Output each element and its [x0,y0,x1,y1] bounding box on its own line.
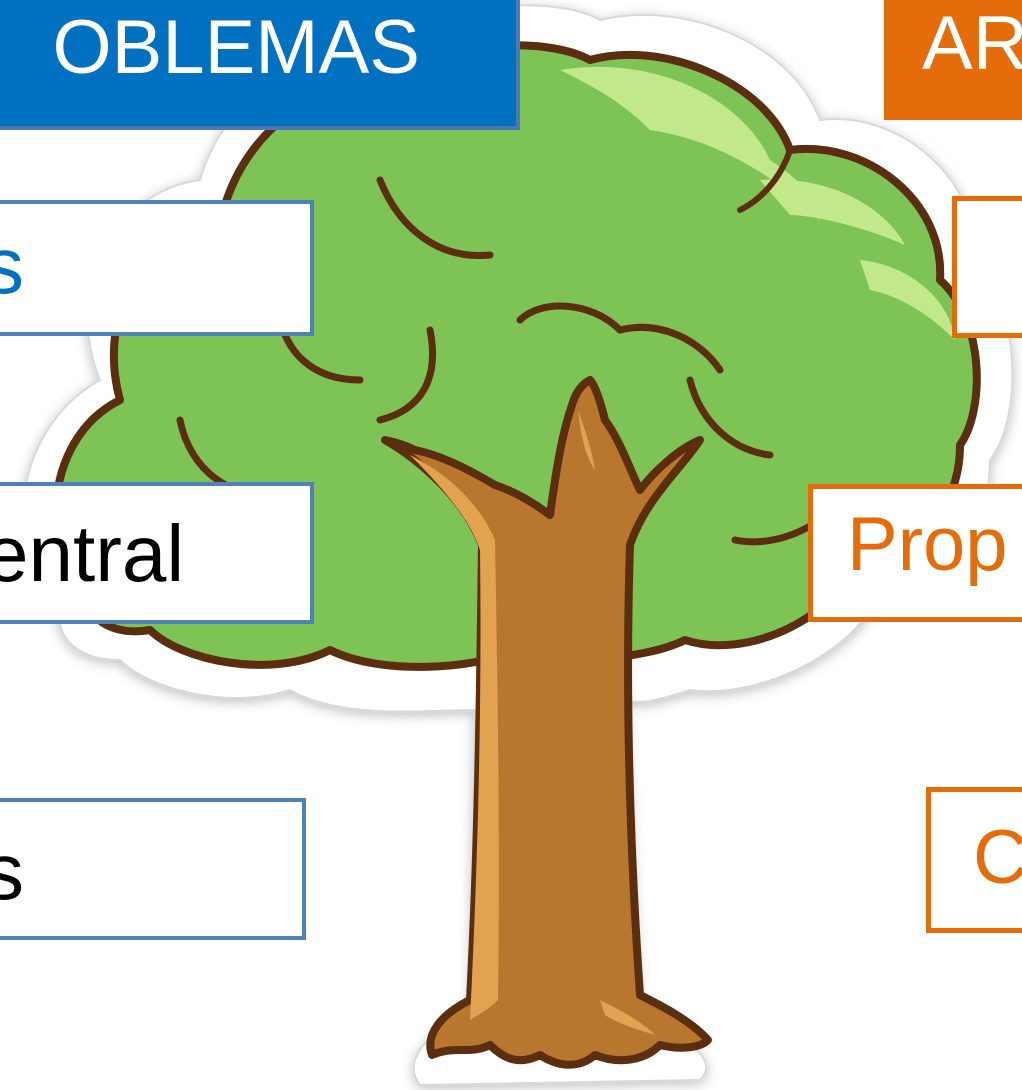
objectives-tree-header: AR [884,0,1022,120]
problems-tree-header-text: OBLEMAS [52,5,420,90]
problems-tree-header: OBLEMAS [0,0,520,130]
effects-box-text: s [0,221,24,310]
causes-box: s [0,798,306,940]
tree-trunk [381,376,712,1069]
means-box: C [926,787,1022,933]
causes-box-text: s [0,827,24,916]
effects-box: s [0,200,314,336]
ends-box [952,196,1022,338]
central-problem-box: entral [0,482,314,624]
central-problem-box-text: entral [0,509,185,598]
objectives-tree-header-text: AR [922,1,1022,86]
purpose-box: Prop [808,484,1022,622]
means-box-text: C [973,815,1022,900]
purpose-box-text: Prop [847,502,1008,587]
